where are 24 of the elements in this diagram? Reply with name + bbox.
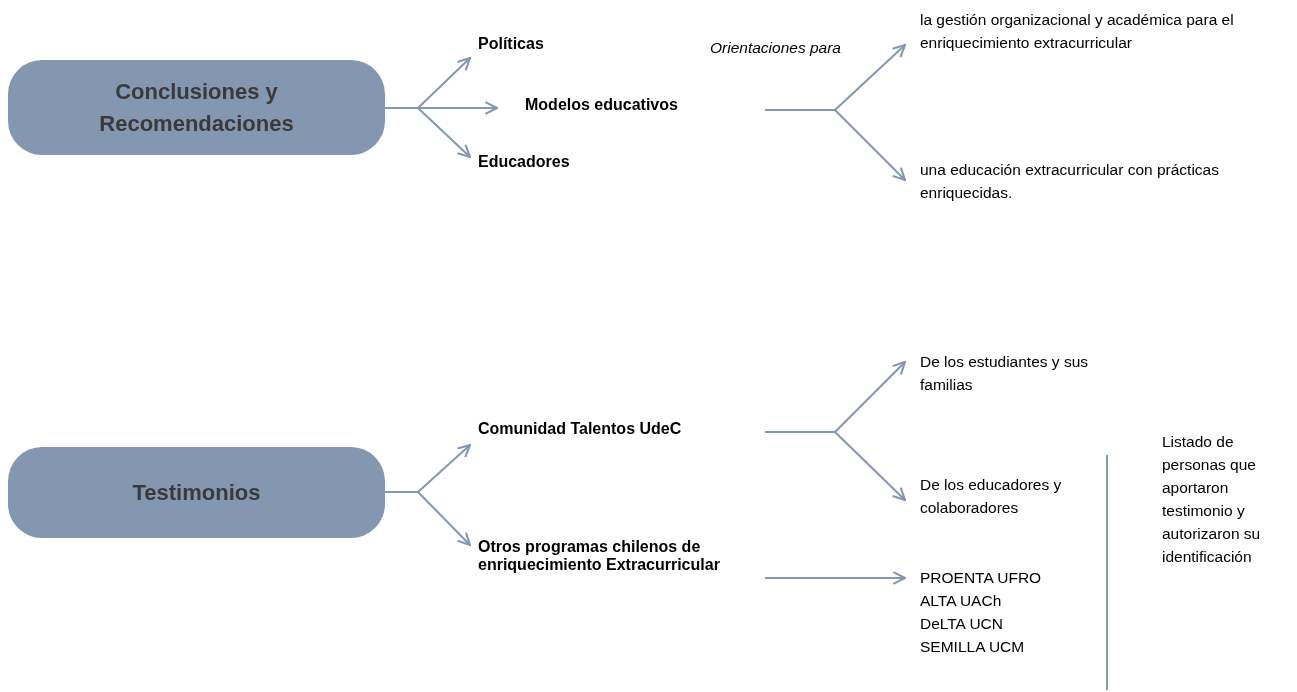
box-label: Testimonios bbox=[131, 478, 262, 507]
node-label: ALTA UACh bbox=[920, 591, 1003, 611]
annotation-text: Orientaciones para bbox=[710, 38, 842, 58]
arrow bbox=[764, 571, 907, 585]
arrow bbox=[384, 107, 472, 159]
node-label: DeLTA UCN bbox=[920, 614, 1004, 634]
rounded-box bbox=[8, 447, 385, 538]
node-label: Educadores bbox=[478, 153, 571, 171]
node-label: De los educadores y colaboradores bbox=[920, 475, 1063, 518]
node-label: la gestión organizacional y académica para el enriquecimiento extracurricular bbox=[920, 10, 1235, 53]
node-label: PROENTA UFRO bbox=[920, 568, 1043, 588]
box-label: Conclusiones y Recomendaciones bbox=[98, 77, 295, 138]
node-label: Políticas bbox=[478, 35, 545, 53]
note-text: Listado de personas que aportaron testimonio y autorizaron su identificación bbox=[1162, 432, 1262, 567]
node-label: Otros programas chilenos de enriquecimiento Extracurricular bbox=[478, 538, 721, 574]
node-label: De los estudiantes y sus familias bbox=[920, 352, 1089, 395]
node-label: Comunidad Talentos UdeC bbox=[478, 420, 683, 438]
node-label: Modelos educativos bbox=[525, 96, 679, 114]
node-label: una educación extracurricular con prácticas enriquecidas. bbox=[920, 160, 1220, 203]
node-label: SEMILLA UCM bbox=[920, 637, 1026, 657]
arrow bbox=[384, 491, 472, 547]
rounded-box bbox=[8, 60, 385, 155]
arrow bbox=[764, 431, 907, 502]
arrow bbox=[764, 109, 907, 182]
